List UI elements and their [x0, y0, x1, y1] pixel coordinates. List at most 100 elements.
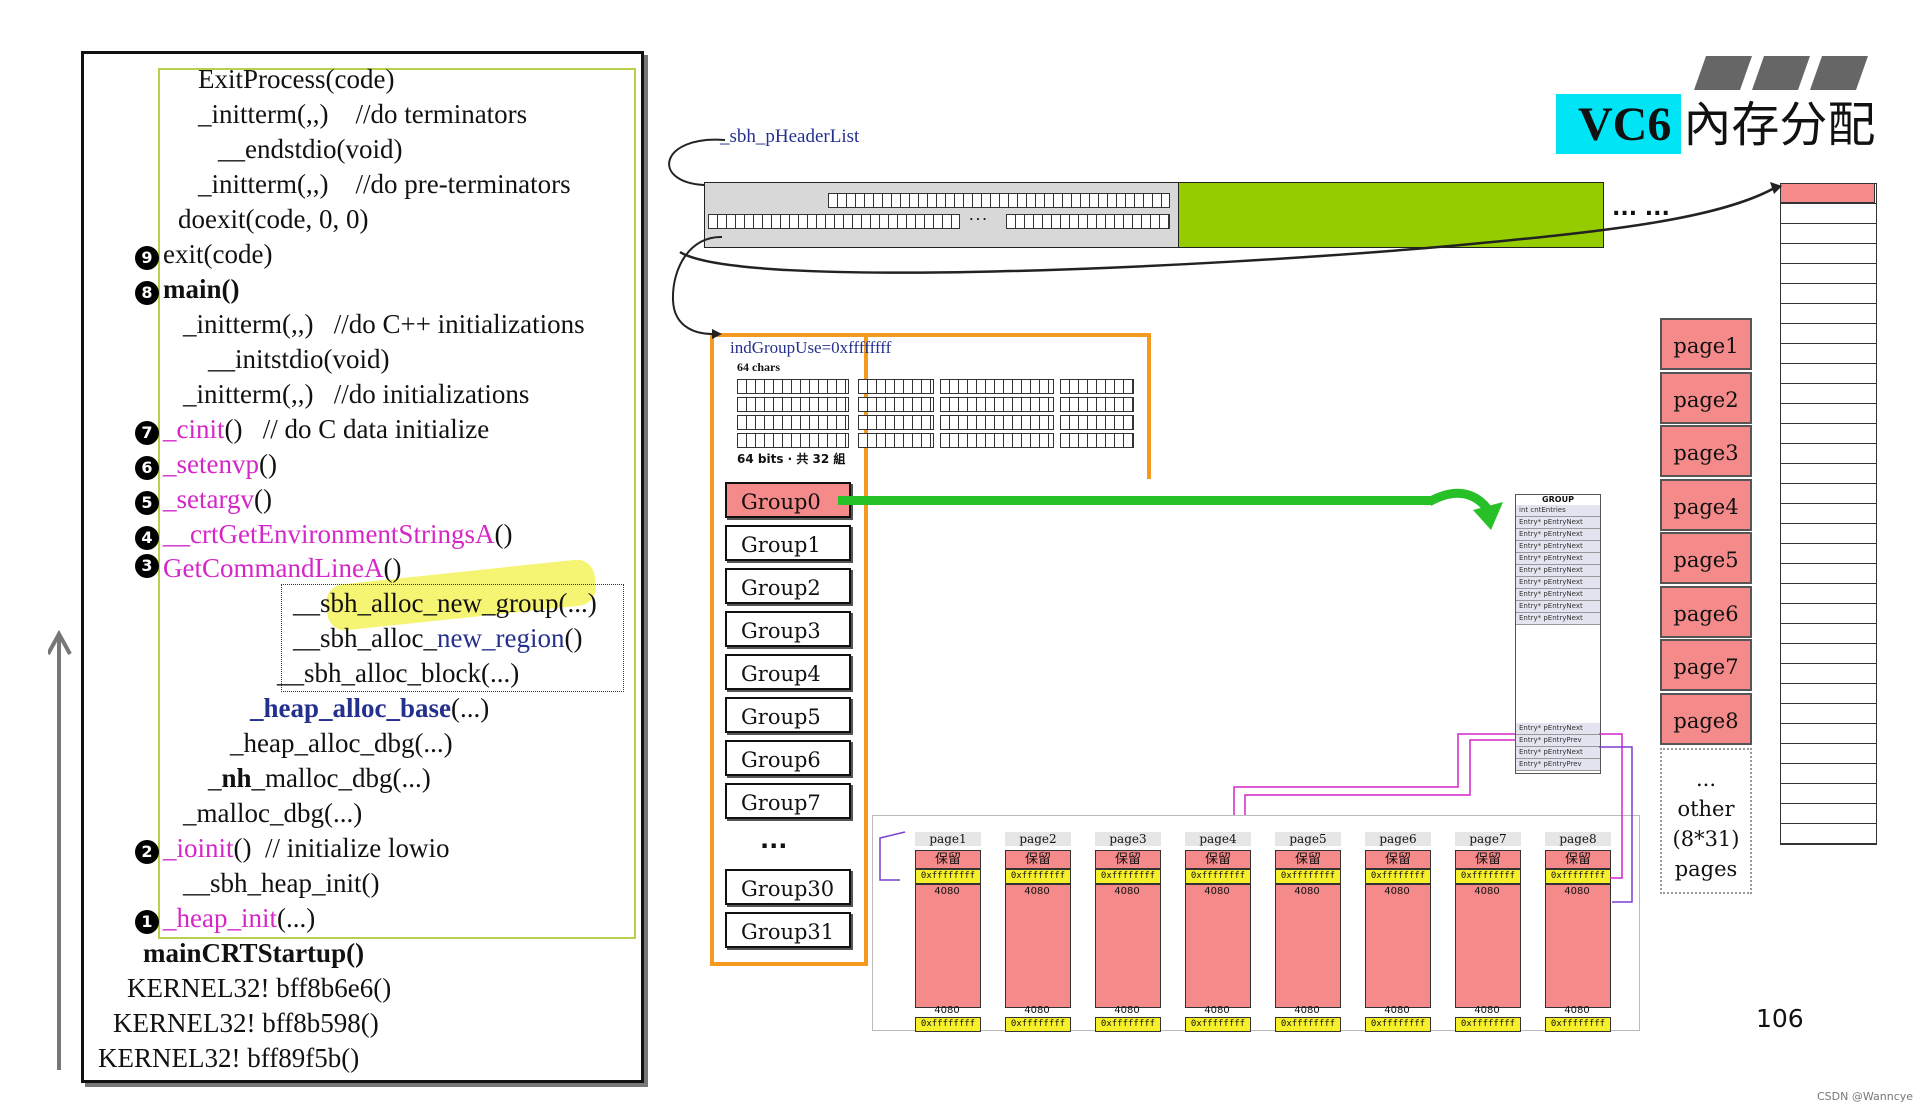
step-5-marker: 5: [135, 491, 159, 515]
stack-line: __sbh_alloc_block(...): [277, 658, 520, 688]
bit-cells: [858, 415, 934, 430]
group-7[interactable]: Group7: [725, 783, 851, 819]
page-size-bottom: 4080: [1294, 1005, 1320, 1016]
memory-ladder-top: [1780, 183, 1875, 203]
stack-line: mainCRTStartup(): [143, 938, 365, 968]
group-2[interactable]: Group2: [725, 568, 851, 604]
group0-link-arrow: [838, 496, 1432, 505]
group-0[interactable]: Group0: [725, 482, 851, 518]
group-struct-row: Entry* pEntryNext: [1516, 577, 1600, 589]
stack-line: __endstdio(void): [218, 134, 403, 164]
group-30[interactable]: Group30: [725, 869, 851, 905]
group-struct-row: Entry* pEntryNext: [1516, 613, 1600, 625]
page-body: [1095, 884, 1161, 1008]
group-struct-row: Entry* pEntryNext: [1516, 517, 1600, 529]
group-struct-row: Entry* pEntryNext: [1516, 601, 1600, 613]
header-list-label: _sbh_pHeaderList: [720, 126, 860, 147]
page-body: [1365, 884, 1431, 1008]
group-use-label: indGroupUse=0xffffffff: [730, 338, 892, 357]
stack-line: _initterm(,,) //do pre-terminators: [198, 169, 571, 199]
step-3-marker: 3: [135, 554, 159, 578]
page-hex-bottom: 0xffffffff: [1095, 1017, 1161, 1032]
stack-line: ExitProcess(code): [198, 64, 395, 94]
page-size-top: 4080: [1024, 886, 1050, 897]
page-column-label: page2: [1005, 832, 1071, 846]
page-hex-bottom: 0xffffffff: [1455, 1017, 1521, 1032]
page-hex: 0xffffffff: [1365, 869, 1431, 884]
group-3[interactable]: Group3: [725, 611, 851, 647]
bit-cells: [940, 433, 1054, 448]
page-size-top: 4080: [1204, 886, 1230, 897]
page-reserved: 保留: [1455, 850, 1521, 869]
other-pages-line: pages: [1674, 857, 1738, 881]
page-column-label: page8: [1545, 832, 1611, 846]
page-size-top: 4080: [1564, 886, 1590, 897]
bit-cells: [737, 379, 849, 394]
stack-line: doexit(code, 0, 0): [178, 204, 369, 234]
page-1: page1: [1660, 318, 1752, 370]
page-hex-bottom: 0xffffffff: [915, 1017, 981, 1032]
page-hex: 0xffffffff: [915, 869, 981, 884]
group-struct-title: GROUP: [1542, 495, 1574, 504]
sbh-alloc-group-box: [281, 584, 624, 692]
stack-line: __crtGetEnvironmentStringsA(): [163, 519, 513, 549]
chars-label: 64 chars: [737, 360, 780, 374]
bit-cells: [858, 433, 934, 448]
page-body: [1455, 884, 1521, 1008]
groups-ellipsis: ...: [760, 826, 788, 854]
stack-line: KERNEL32! bff8b6e6(): [127, 973, 392, 1003]
page-hex: 0xffffffff: [1455, 869, 1521, 884]
page-body: [1275, 884, 1341, 1008]
header-bit-row: [708, 214, 960, 229]
group-31[interactable]: Group31: [725, 912, 851, 948]
group-6[interactable]: Group6: [725, 740, 851, 776]
stack-line: _initterm(,,) //do C++ initializations: [183, 309, 585, 339]
group-1[interactable]: Group1: [725, 525, 851, 561]
stack-line: _setenvp(): [163, 449, 277, 479]
page-hex-bottom: 0xffffffff: [1365, 1017, 1431, 1032]
other-pages-line: other: [1677, 797, 1735, 821]
page-size-top: 4080: [1114, 886, 1140, 897]
stack-line: _heap_alloc_base(...): [250, 693, 490, 723]
page-reserved: 保留: [915, 850, 981, 869]
stack-line: __initstdio(void): [208, 344, 390, 374]
page-hex: 0xffffffff: [1545, 869, 1611, 884]
pages-area: [872, 815, 1640, 1031]
group-struct-row: Entry* pEntryNext: [1516, 529, 1600, 541]
page-hex-bottom: 0xffffffff: [1005, 1017, 1071, 1032]
stack-line: _setargv(): [163, 484, 272, 514]
page-column-label: page5: [1275, 832, 1341, 846]
group-struct-row: Entry* pEntryNext: [1516, 553, 1600, 565]
page-size-bottom: 4080: [1114, 1005, 1140, 1016]
page-reserved: 保留: [1365, 850, 1431, 869]
page-body: [1005, 884, 1071, 1008]
group-struct-row: Entry* pEntryNext: [1516, 565, 1600, 577]
group-struct: GROUP int cntEntries Entry* pEntryNext E…: [1515, 494, 1601, 774]
stack-line: _initterm(,,) //do terminators: [198, 99, 528, 129]
stack-line: _heap_alloc_dbg(...): [230, 728, 453, 758]
page-8: page8: [1660, 693, 1752, 745]
header-list-free-area: [1178, 182, 1604, 248]
bit-cells: [1060, 415, 1134, 430]
bit-cells: [858, 379, 934, 394]
bit-cells: [1060, 433, 1134, 448]
page-hex: 0xffffffff: [1005, 869, 1071, 884]
other-pages: ... other (8*31) pages: [1660, 748, 1752, 894]
stack-line: _initterm(,,) //do initializations: [183, 379, 530, 409]
header-bit-row: [1006, 214, 1170, 229]
title-vc6: VC6: [1556, 94, 1682, 154]
group-struct-row: Entry* pEntryNext: [1516, 747, 1600, 759]
other-pages-line: ...: [1695, 767, 1717, 791]
stack-line: exit(code): [163, 239, 273, 269]
group-struct-row: Entry* pEntryPrev: [1516, 735, 1600, 747]
page-size-top: 4080: [1474, 886, 1500, 897]
group-5[interactable]: Group5: [725, 697, 851, 733]
page-2: page2: [1660, 372, 1752, 424]
page-3: page3: [1660, 425, 1752, 477]
stack-line: _cinit() // do C data initialize: [163, 414, 490, 444]
stack-line: __sbh_heap_init(): [183, 868, 380, 898]
page-hex: 0xffffffff: [1185, 869, 1251, 884]
step-8-marker: 8: [135, 281, 159, 305]
page-reserved: 保留: [1005, 850, 1071, 869]
group-4[interactable]: Group4: [725, 654, 851, 690]
